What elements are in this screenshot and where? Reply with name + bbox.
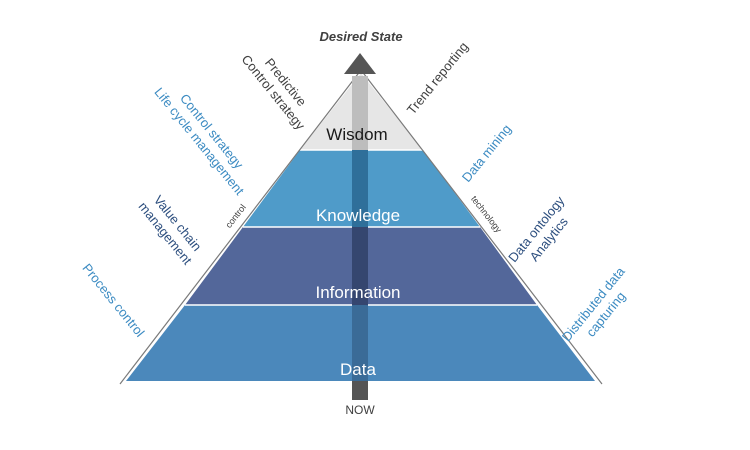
level-knowledge-label: Knowledge	[316, 206, 400, 225]
data-mining-label: Data mining	[459, 121, 514, 184]
arrow-shaft-data	[352, 305, 368, 381]
process-control-label: Process control	[79, 261, 147, 340]
level-wisdom-label: Wisdom	[326, 125, 387, 144]
desired-state-label: Desired State	[319, 29, 402, 44]
level-data-label: Data	[340, 360, 376, 379]
ontology-group: Data ontology Analytics	[505, 193, 571, 265]
arrow-shaft-wisdom	[352, 76, 368, 150]
lifecycle-group: Control strategy Life cycle management	[151, 85, 247, 199]
now-label: NOW	[345, 403, 375, 417]
distributed-group: Distributed data capturing	[559, 263, 629, 344]
arrow-shaft-knowledge	[352, 150, 368, 227]
predictive-control-group: Predictive Control strategy	[239, 52, 310, 133]
level-information-label: Information	[315, 283, 400, 302]
arrow-shaft-base	[352, 381, 368, 400]
arrow-head	[344, 53, 376, 74]
arrow-shaft-information	[352, 227, 368, 305]
value-chain-group: Value chain management	[136, 192, 205, 267]
lifecycle-management-label: Life cycle management	[151, 85, 247, 199]
trend-reporting-label: Trend reporting	[404, 39, 471, 117]
